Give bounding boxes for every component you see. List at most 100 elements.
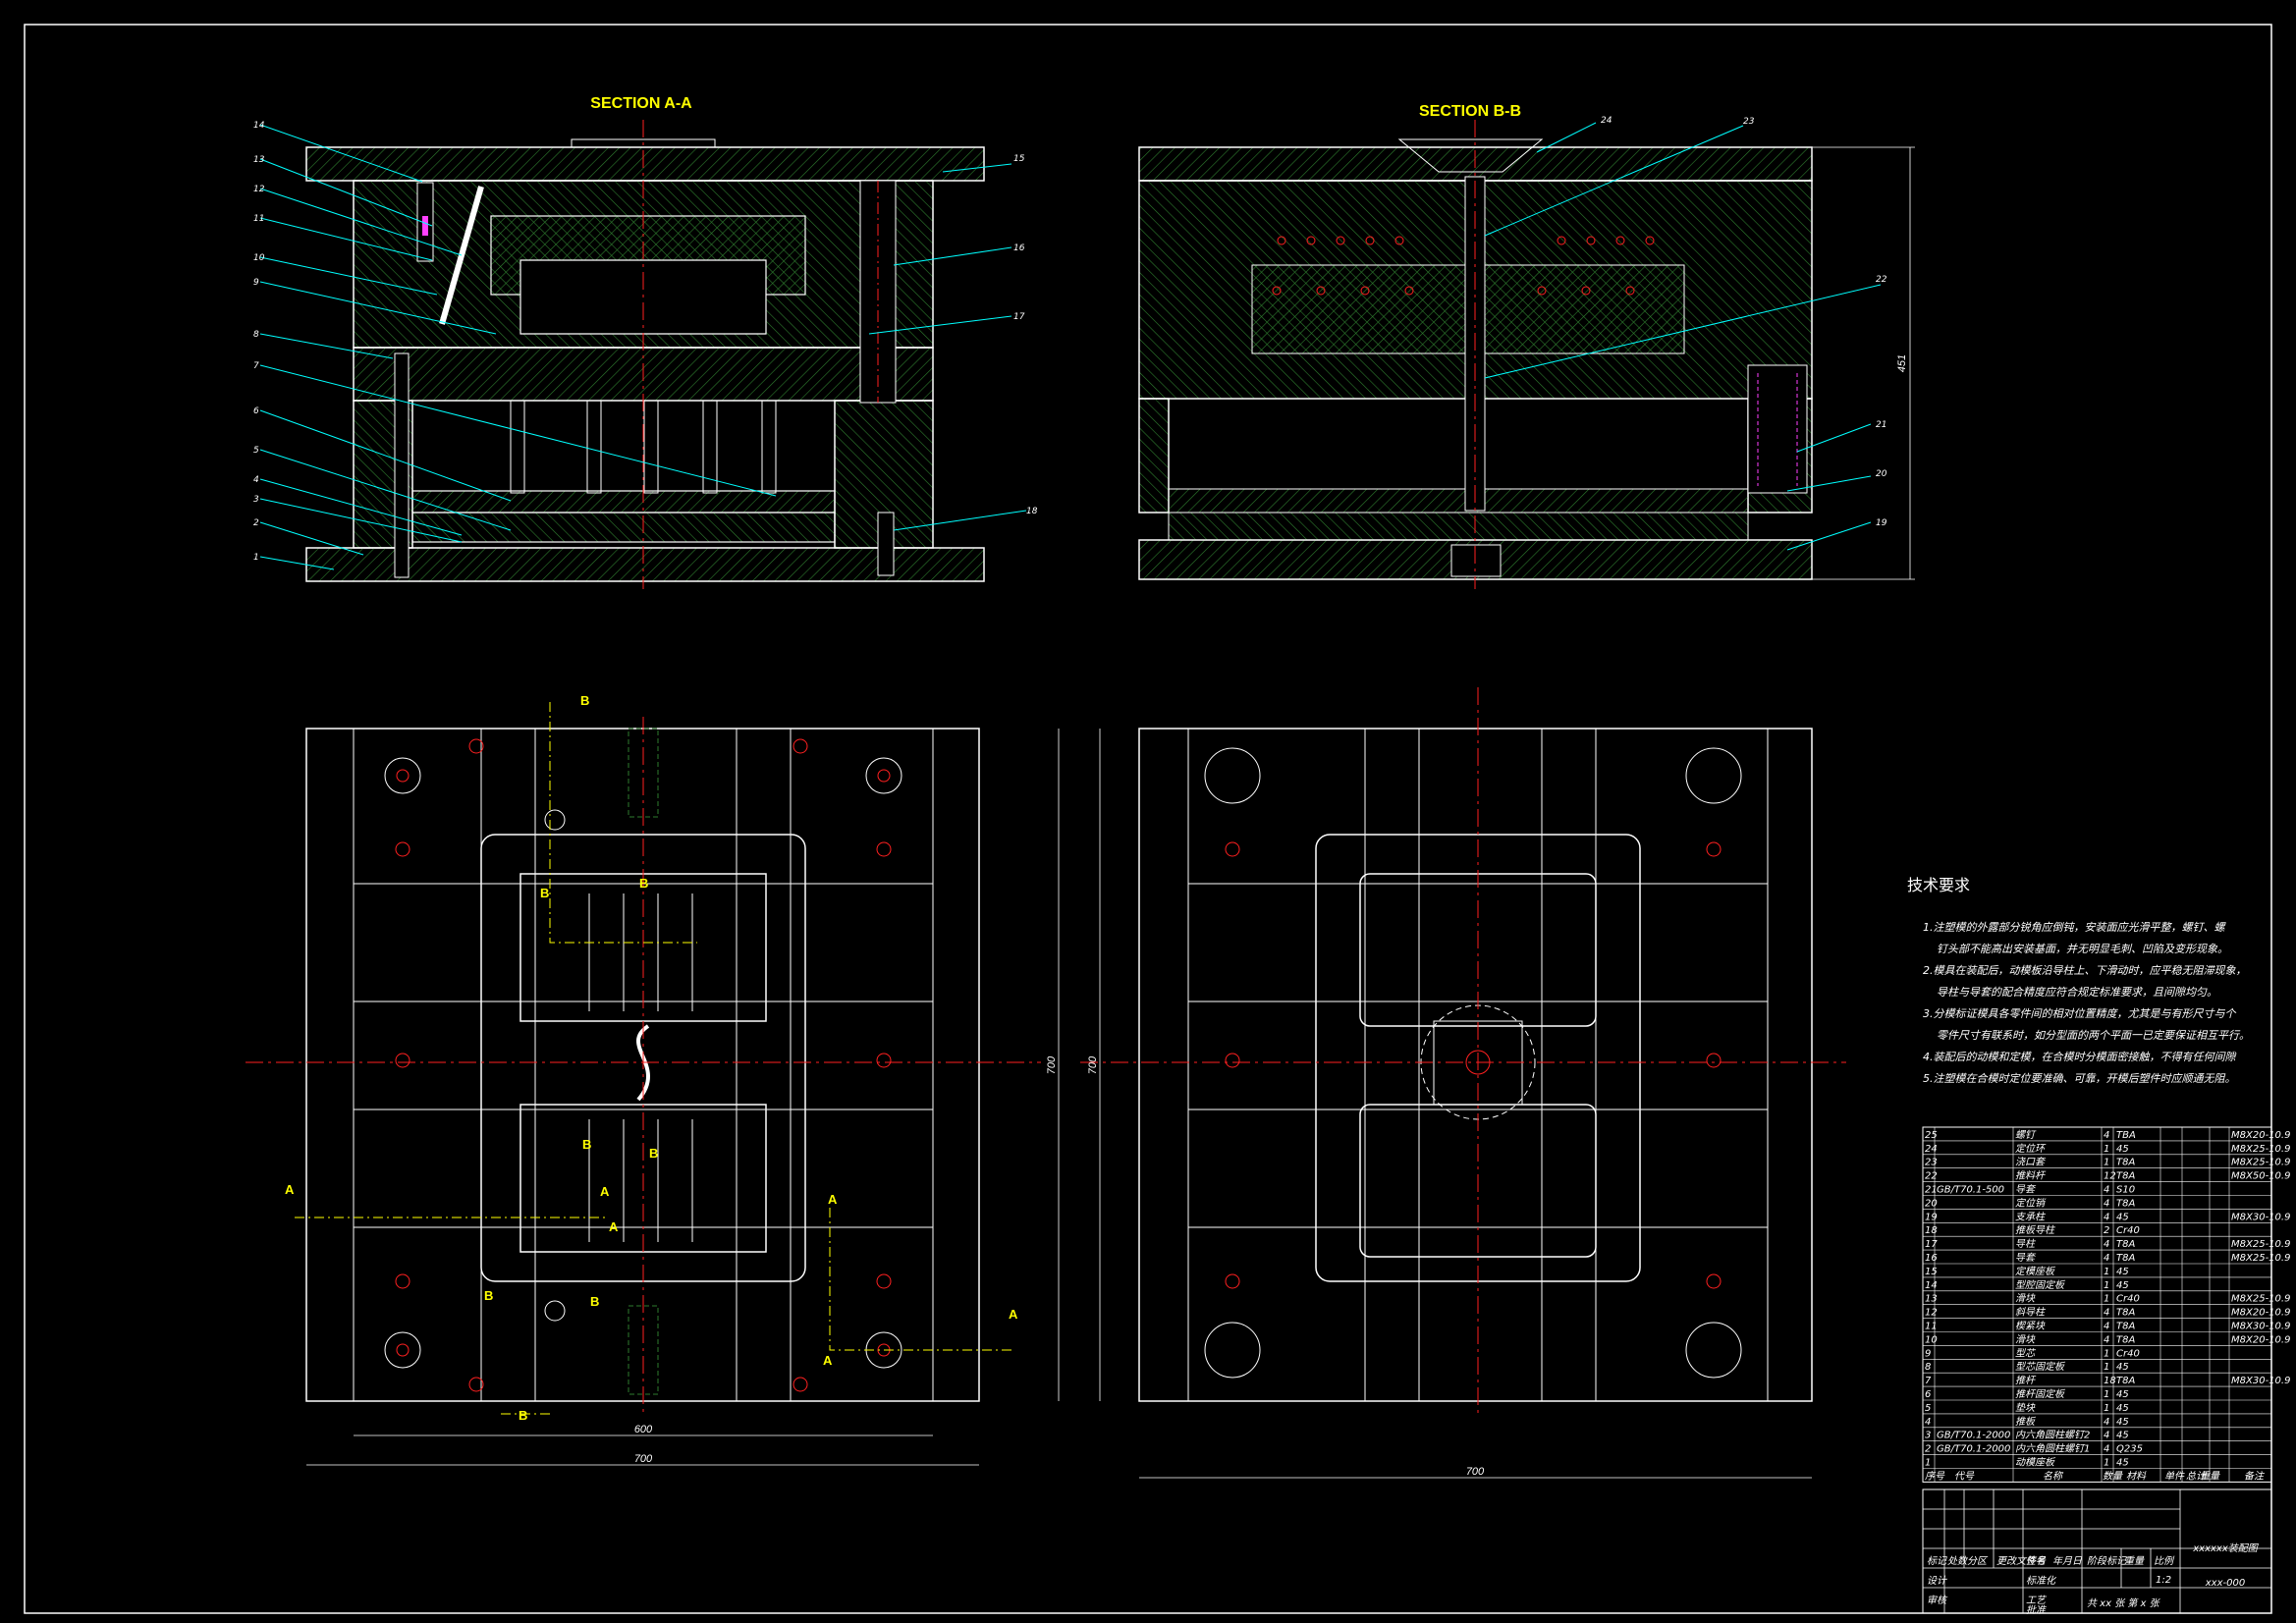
- bom-cell-no: 9: [1925, 1348, 1931, 1359]
- bom-cell-name: 导套: [2015, 1252, 2037, 1264]
- bom-cell-mat: S10: [2116, 1185, 2135, 1196]
- bom-cell-qty: 18: [2104, 1376, 2116, 1386]
- section-bb-view: SECTION B-B 451: [1138, 103, 1915, 589]
- svg-text:签名: 签名: [2026, 1555, 2047, 1567]
- bom-cell-std: GB/T70.1-2000: [1937, 1444, 2010, 1455]
- dim-600: 600: [634, 1424, 653, 1435]
- bom-cell-mat: TBA: [2116, 1130, 2136, 1141]
- callout-1: 1: [253, 553, 259, 563]
- callout-5: 5: [253, 446, 259, 456]
- svg-text:A: A: [609, 1219, 619, 1234]
- callout-11: 11: [253, 214, 264, 224]
- callout-16: 16: [1013, 243, 1025, 253]
- bom-cell-name: 滑块: [2015, 1333, 2036, 1345]
- bom-cell-mat: T8A: [2116, 1376, 2135, 1386]
- bom-cell-note: M8X20-10.9: [2231, 1334, 2290, 1345]
- bom-cell-qty: 4: [2104, 1417, 2109, 1428]
- bom-cell-mat: 45: [2116, 1389, 2129, 1400]
- bom-cell-note: M8X25-10.9: [2231, 1239, 2290, 1250]
- bom-header-qty: 数量: [2103, 1470, 2123, 1482]
- plan-view-moving-half: [246, 702, 1041, 1415]
- bom-cell-note: M8X30-10.9: [2231, 1376, 2290, 1386]
- bom-cell-name: 斜导柱: [2015, 1307, 2047, 1319]
- bom-cell-name: 推板导柱: [2015, 1224, 2056, 1236]
- bom-cell-no: 20: [1925, 1198, 1938, 1209]
- bom-cell-qty: 4: [2104, 1322, 2109, 1332]
- bom-cell-qty: 12: [2104, 1171, 2116, 1182]
- bom-cell-no: 5: [1925, 1403, 1931, 1414]
- bom-cell-name: 推板: [2015, 1416, 2037, 1428]
- callout-21: 21: [1876, 420, 1886, 430]
- callout-12: 12: [253, 185, 265, 194]
- bom-cell-note: M8X20-10.9: [2231, 1130, 2290, 1141]
- bom-cell-no: 7: [1925, 1376, 1932, 1386]
- bom-cell-name: 动模座板: [2015, 1457, 2056, 1469]
- bom-cell-qty: 4: [2104, 1444, 2109, 1455]
- bom-cell-name: 导柱: [2015, 1238, 2037, 1250]
- bom-cell-no: 18: [1925, 1225, 1938, 1236]
- title-block: 标记 处数 分区 更改文件号 签名 年月日 设计 标准化 审核 工艺 批准 阶段…: [1922, 1488, 2272, 1616]
- bom-cell-qty: 4: [2104, 1334, 2109, 1345]
- bom-cell-mat: Cr40: [2116, 1294, 2140, 1305]
- bom-cell-note: M8X25-10.9: [2231, 1158, 2290, 1168]
- svg-text:零件尺寸有联系时，如分型面的两个平面一已定要保证相互平行。: 零件尺寸有联系时，如分型面的两个平面一已定要保证相互平行。: [1937, 1029, 2250, 1042]
- bom-cell-qty: 1: [2104, 1362, 2109, 1373]
- tech-requirements: 技术要求 1.注塑模的外露部分锐角应倒钝，安装面应光滑平整，螺钉、螺 钉头部不能…: [1907, 876, 2250, 1085]
- bom-cell-no: 14: [1925, 1280, 1938, 1291]
- svg-text:审核: 审核: [1927, 1595, 1948, 1606]
- svg-text:A: A: [828, 1192, 838, 1207]
- bom-cell-note: M8X20-10.9: [2231, 1308, 2290, 1319]
- bom-cell-qty: 4: [2104, 1308, 2109, 1319]
- bom-header-total: 总计: [2186, 1470, 2207, 1482]
- bom-cell-no: 19: [1925, 1212, 1938, 1222]
- bom-cell-mat: 45: [2116, 1144, 2129, 1155]
- part-callouts-aa: 14 13 12 11 10 9 8 7 6 5 4 3 2 1 15 16 1…: [253, 121, 1038, 563]
- bom-cell-mat: Cr40: [2116, 1348, 2140, 1359]
- bom-cell-name: 导套: [2015, 1184, 2037, 1196]
- dims-plan-left: 600 700 700: [306, 729, 1060, 1466]
- svg-text:4.装配后的动模和定模，在合模时分模面密接触，不得有任何间隙: 4.装配后的动模和定模，在合模时分模面密接触，不得有任何间隙: [1923, 1051, 2237, 1063]
- bom-cell-qty: 1: [2104, 1458, 2109, 1469]
- callout-14: 14: [253, 121, 265, 131]
- svg-text:A: A: [823, 1353, 833, 1368]
- svg-text:3.分模标证模具各零件间的相对位置精度，尤其是与有形尺寸与个: 3.分模标证模具各零件间的相对位置精度，尤其是与有形尺寸与个: [1923, 1007, 2236, 1020]
- bom-cell-name: 螺钉: [2015, 1129, 2037, 1141]
- dim-700-bottom-right: 700: [1466, 1466, 1485, 1478]
- bom-cell-no: 22: [1925, 1171, 1938, 1182]
- bom-cell-qty: 4: [2104, 1431, 2109, 1441]
- bom-cell-mat: 45: [2116, 1212, 2129, 1222]
- svg-text:B: B: [484, 1288, 493, 1303]
- bom-cell-name: 浇口套: [2015, 1157, 2047, 1168]
- bom-cell-mat: 45: [2116, 1458, 2129, 1469]
- bom-cell-qty: 4: [2104, 1253, 2109, 1264]
- bom-cell-note: M8X30-10.9: [2231, 1212, 2290, 1222]
- callout-2: 2: [253, 518, 259, 528]
- callout-9: 9: [253, 278, 259, 288]
- svg-text:工艺: 工艺: [2026, 1595, 2048, 1606]
- bom-cell-no: 8: [1925, 1362, 1931, 1373]
- dim-700-right: 700: [1087, 1055, 1099, 1074]
- drawing-number: xxx-000: [2205, 1578, 2245, 1589]
- svg-text:2.模具在装配后，动模板沿导柱上、下滑动时，应平稳无阻滞现象: 2.模具在装配后，动模板沿导柱上、下滑动时，应平稳无阻滞现象，: [1923, 964, 2247, 977]
- callout-3: 3: [253, 495, 259, 505]
- bom-cell-qty: 4: [2104, 1239, 2109, 1250]
- bom-header-weight: 重量: [2200, 1470, 2220, 1482]
- bom-cell-mat: T8A: [2116, 1322, 2135, 1332]
- bom-cell-no: 1: [1925, 1458, 1931, 1469]
- svg-text:B: B: [590, 1294, 599, 1309]
- svg-text:导柱与导套的配合精度应符合规定标准要求，且间隙均匀。: 导柱与导套的配合精度应符合规定标准要求，且间隙均匀。: [1937, 986, 2217, 999]
- drawing-name: xxxxxx装配图: [2192, 1542, 2260, 1554]
- bom-cell-mat: T8A: [2116, 1308, 2135, 1319]
- callout-10: 10: [253, 253, 265, 263]
- bom-cell-note: M8X30-10.9: [2231, 1322, 2290, 1332]
- bom-cell-qty: 1: [2104, 1403, 2109, 1414]
- bom-cell-qty: 1: [2104, 1294, 2109, 1305]
- bom-cell-mat: Q235: [2116, 1444, 2143, 1455]
- bom-cell-note: M8X25-10.9: [2231, 1144, 2290, 1155]
- bom-cell-no: 25: [1925, 1130, 1938, 1141]
- bom-cell-std: GB/T70.1-500: [1937, 1185, 2004, 1196]
- callout-24: 24: [1601, 116, 1613, 126]
- callout-15: 15: [1013, 154, 1025, 164]
- bom-cell-no: 13: [1925, 1294, 1938, 1305]
